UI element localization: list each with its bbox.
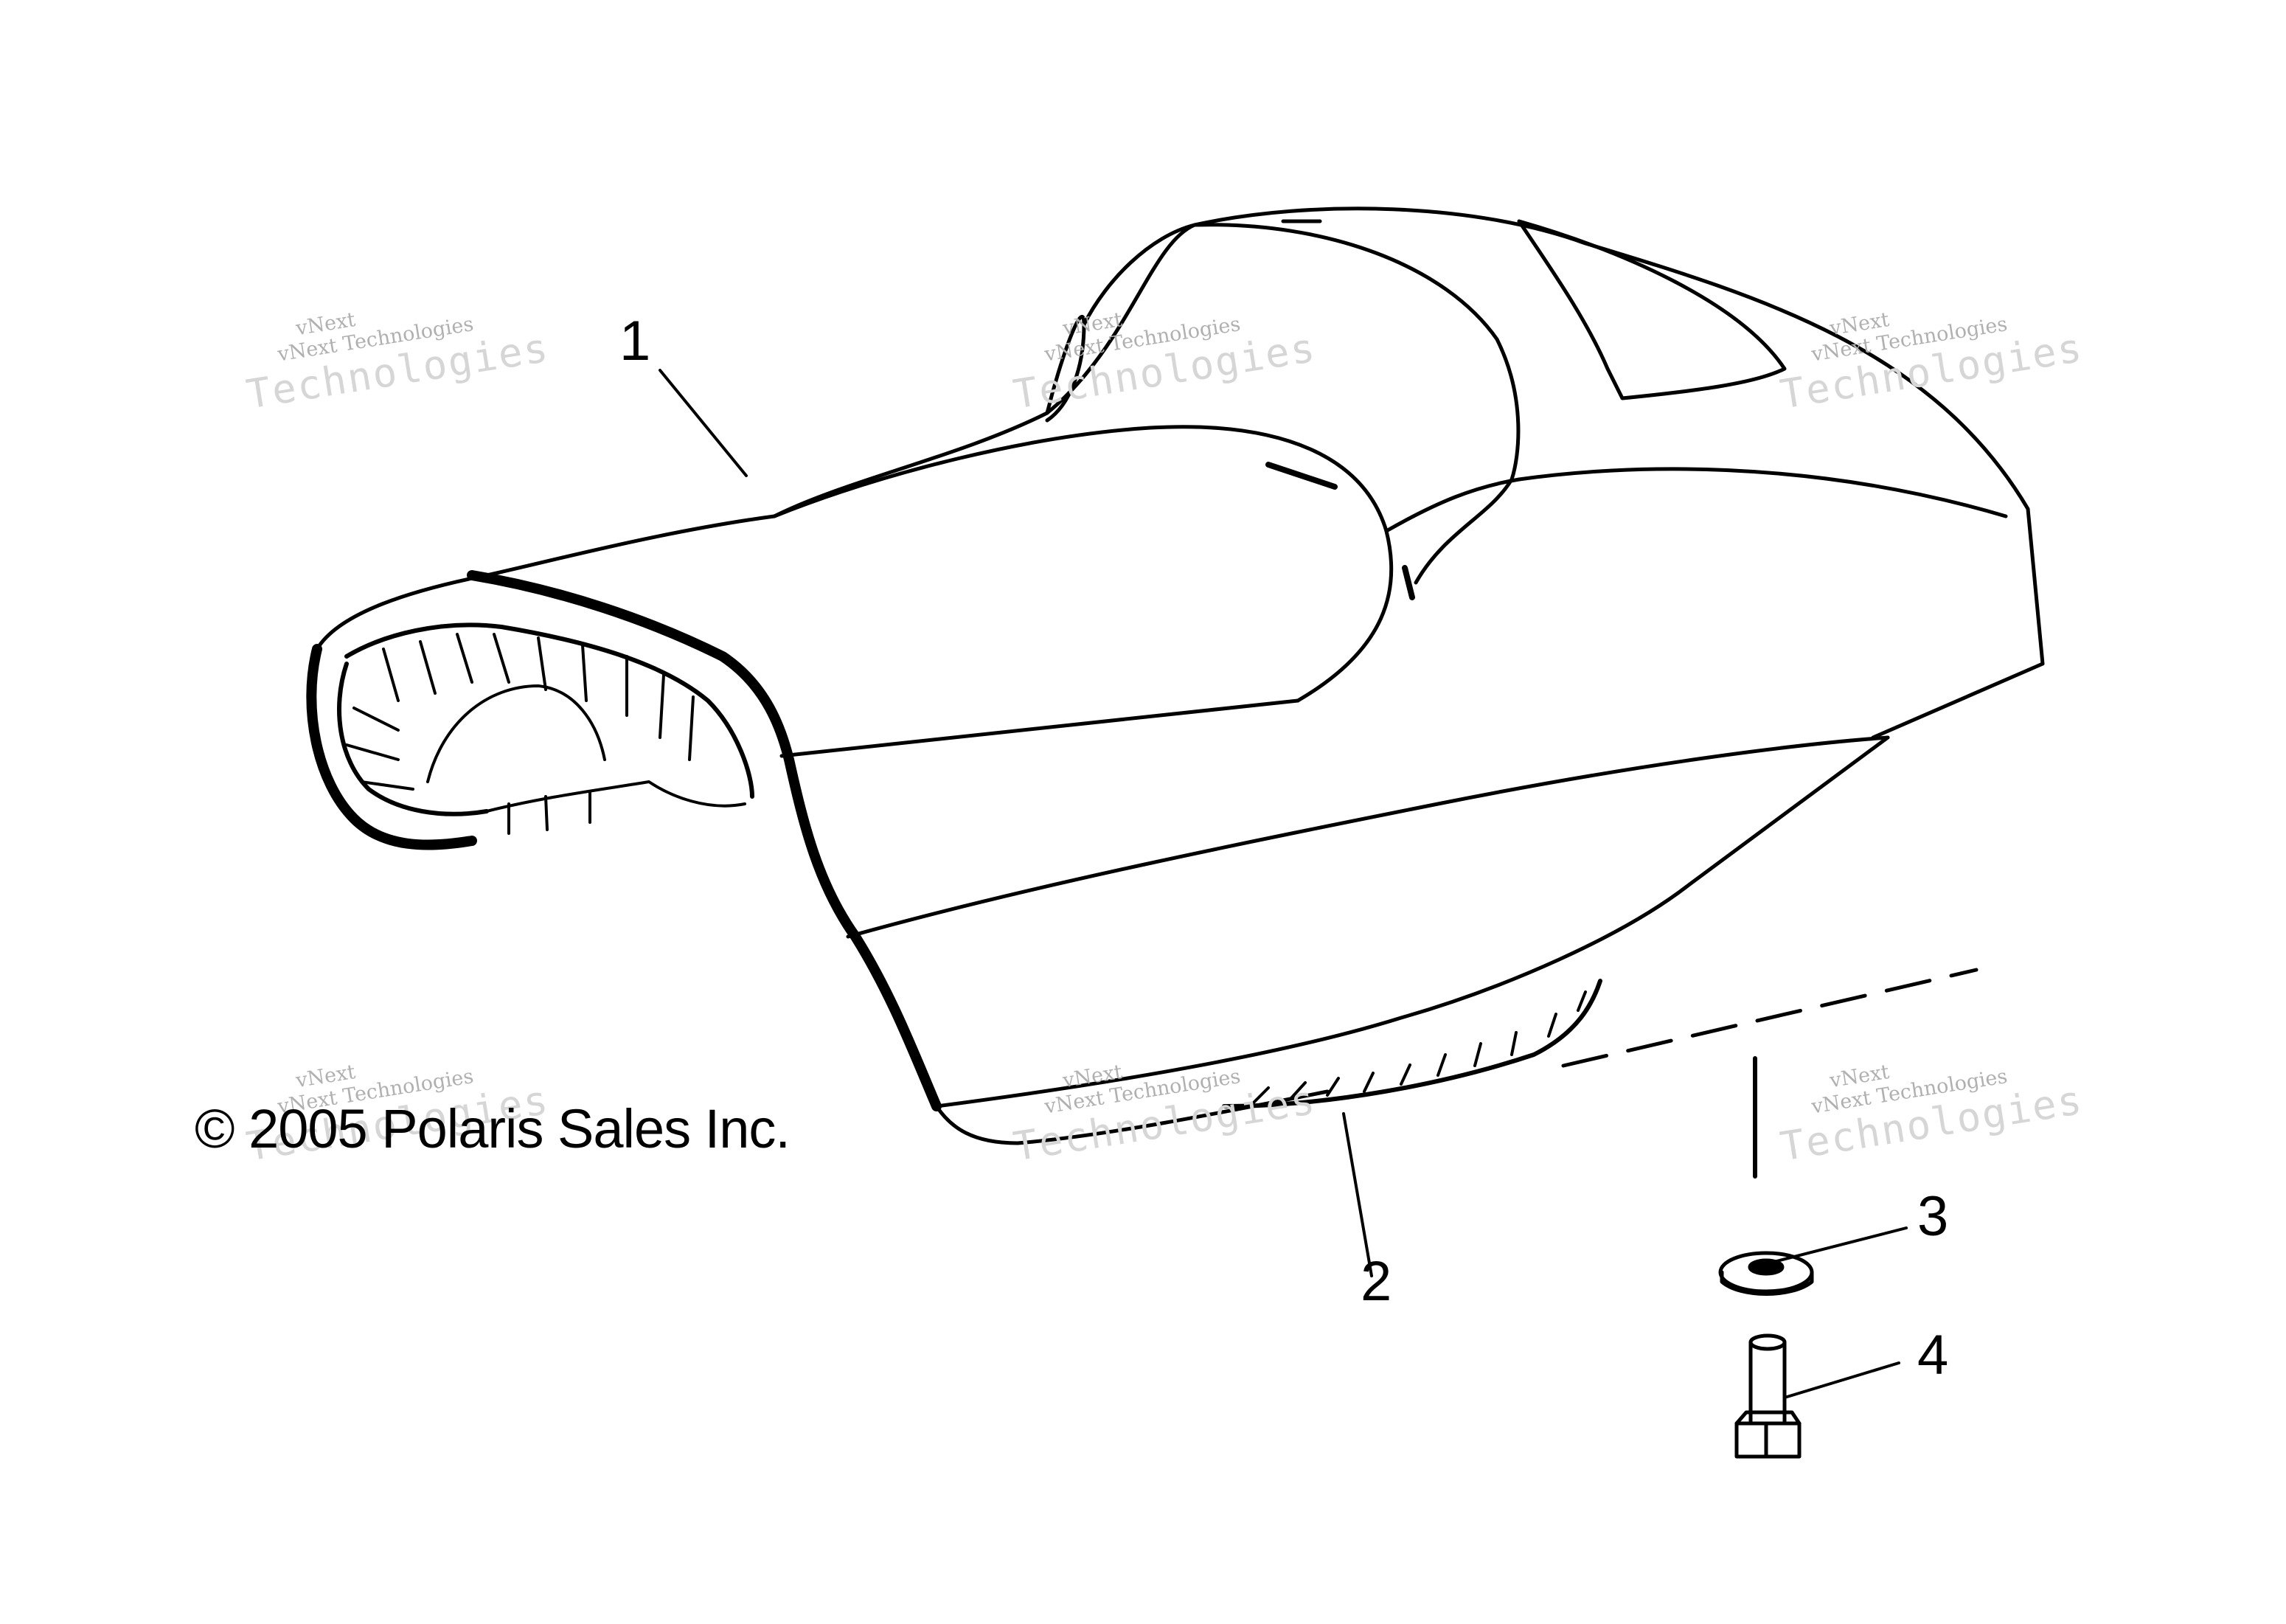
bolt-part	[1734, 1333, 1802, 1459]
callout-3: 3	[1917, 1185, 1949, 1248]
callout-1: 1	[619, 310, 651, 372]
washer-part	[1718, 1251, 1814, 1296]
copyright-text: © 2005 Polaris Sales Inc.	[195, 1098, 791, 1159]
callout-2: 2	[1361, 1250, 1392, 1313]
leader-lines	[659, 369, 1908, 1399]
callout-4: 4	[1917, 1324, 1949, 1387]
seat-assembly	[306, 207, 2045, 1145]
